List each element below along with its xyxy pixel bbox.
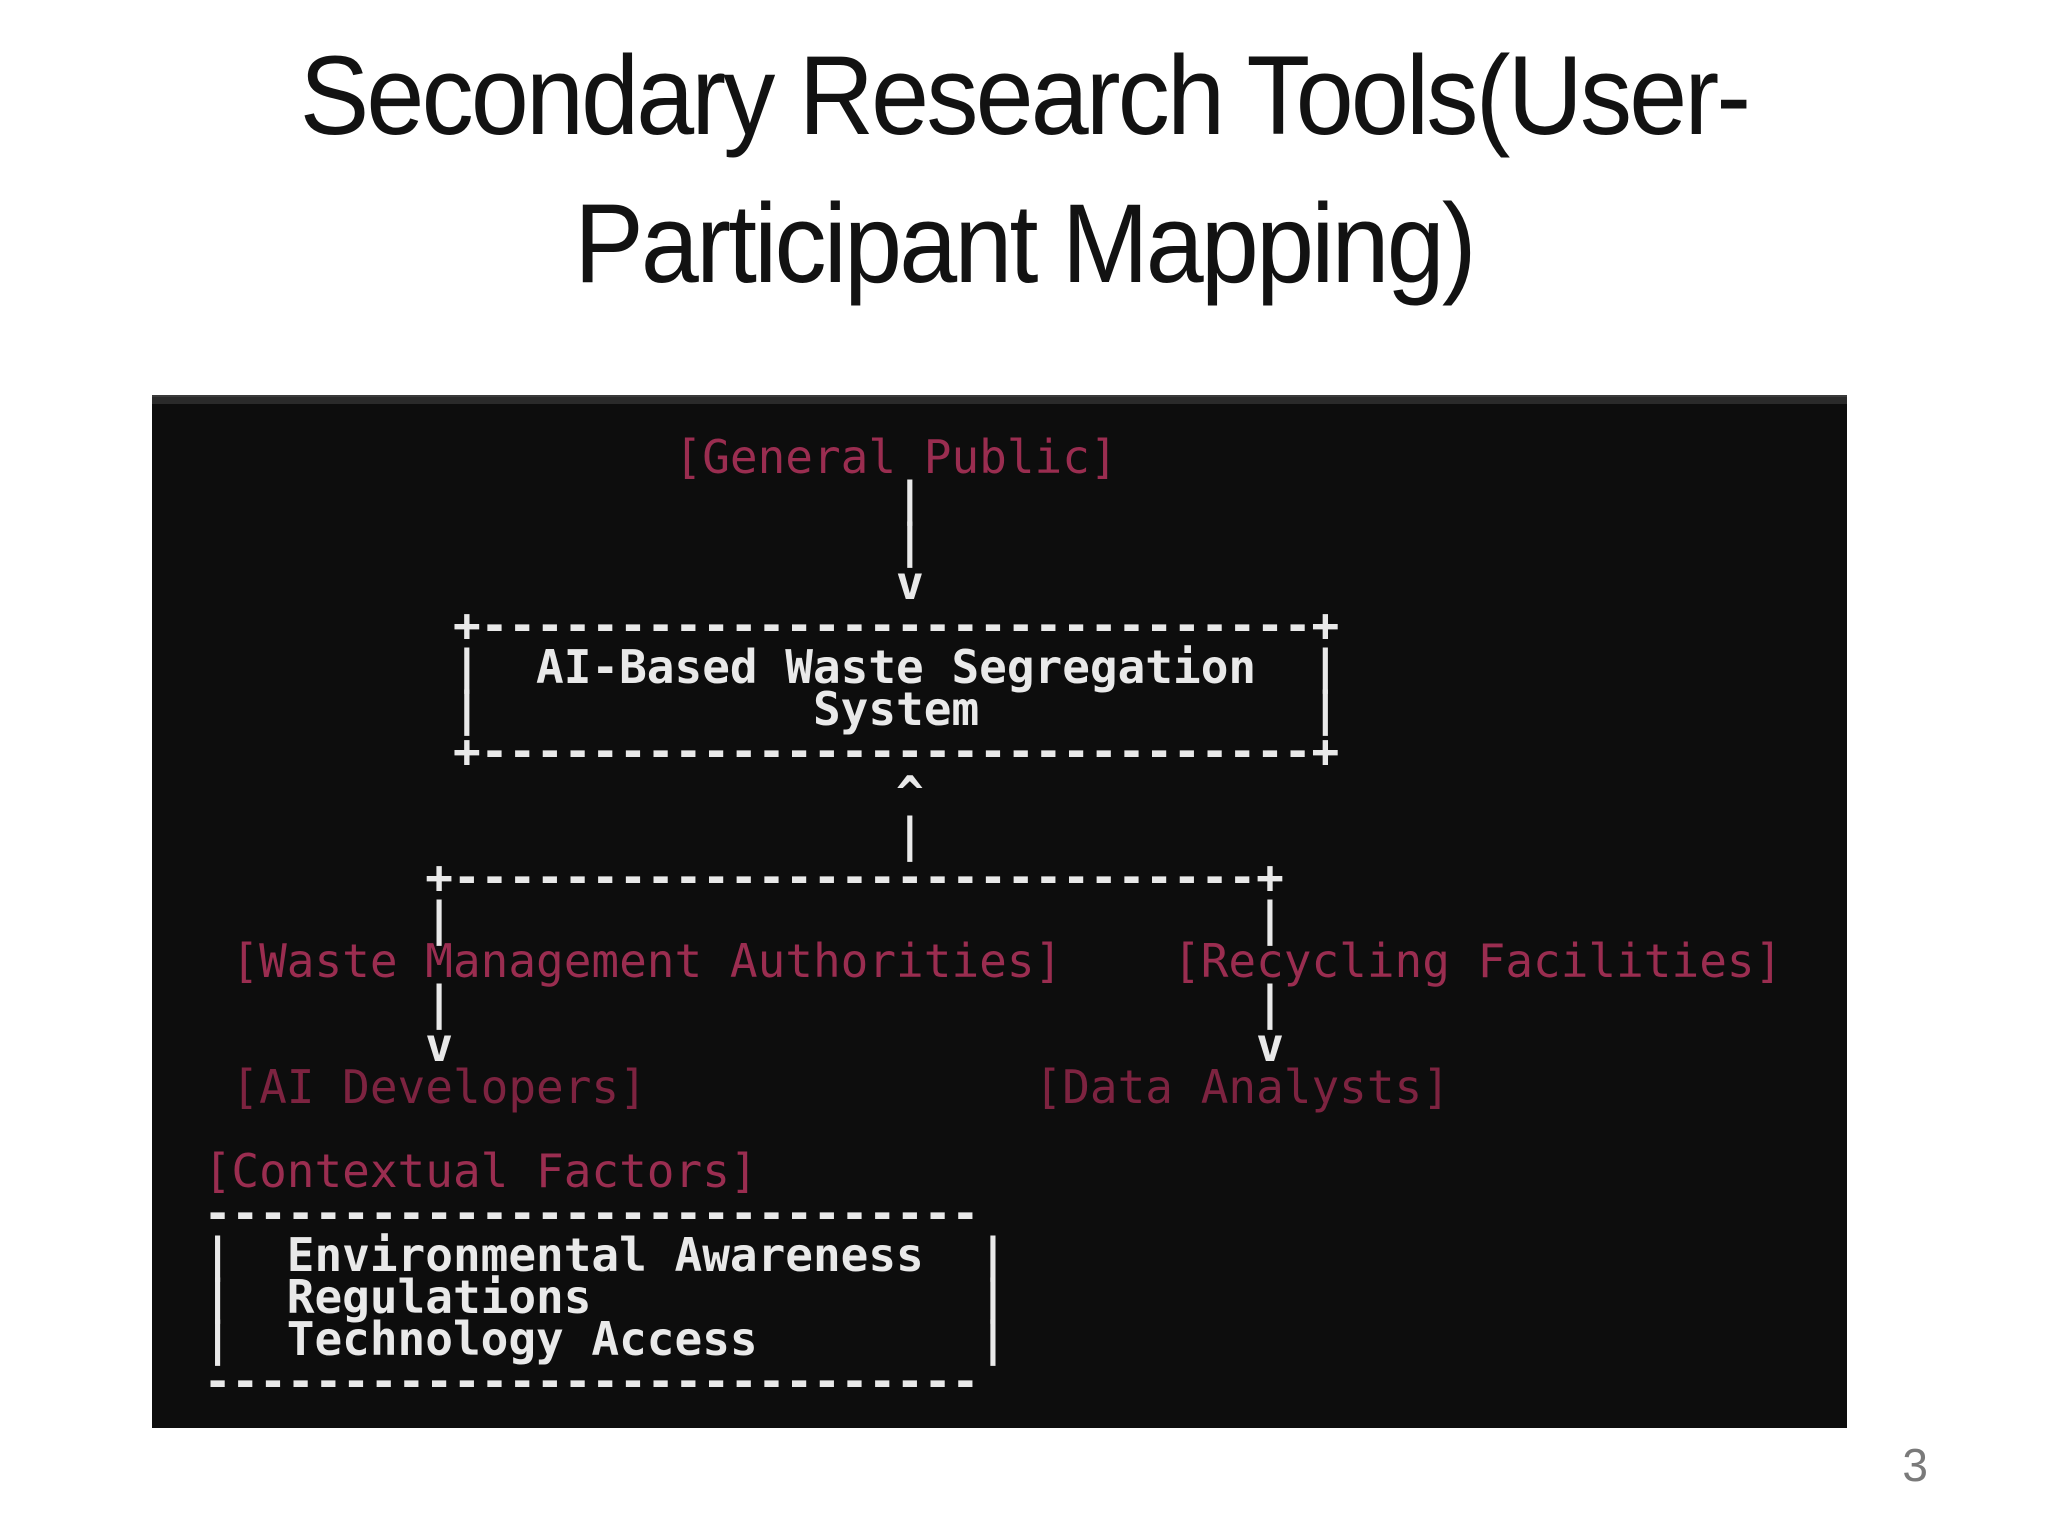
ascii-diagram: [General Public] | | v +----------------… bbox=[176, 430, 1783, 1408]
diagram-line-connector: | bbox=[176, 472, 924, 526]
diagram-line-node-ai-system-line1: | AI-Based Waste Segregation | bbox=[176, 640, 1340, 694]
diagram-line-connector: | bbox=[176, 808, 924, 862]
diagram-line-factor-regulations: | Regulations | bbox=[176, 1270, 1007, 1324]
diagram-line-nodes-authorities-facilities: [Waste Management Authorities] [Recyclin… bbox=[176, 934, 1783, 988]
diagram-line-connector: | | bbox=[176, 892, 1284, 946]
diagram-line-node-ai-system-line2: | System | bbox=[176, 682, 1340, 736]
slide-title-line1: Secondary Research Tools(User- bbox=[299, 33, 1751, 158]
diagram-line-box-bottom: +------------------------------+ bbox=[176, 724, 1340, 778]
diagram-line-node-general-public: [General Public] bbox=[176, 430, 1118, 484]
diagram-line-connector: | | bbox=[176, 976, 1284, 1030]
terminal-panel: [General Public] | | v +----------------… bbox=[152, 395, 1847, 1428]
diagram-line-arrow-up: ^ bbox=[176, 766, 924, 820]
diagram-line-branch-bar: +-----------------------------+ bbox=[176, 850, 1284, 904]
diagram-line-factor-environmental-awareness: | Environmental Awareness | bbox=[176, 1228, 1007, 1282]
slide-title-line2: Participant Mapping) bbox=[574, 181, 1476, 306]
diagram-line-factors-box-top: ---------------------------- bbox=[176, 1186, 980, 1240]
diagram-line-arrows-down: v v bbox=[176, 1018, 1284, 1072]
diagram-line-box-top: +------------------------------+ bbox=[176, 598, 1340, 652]
diagram-line-factors-box-bottom: ---------------------------- bbox=[176, 1354, 980, 1408]
terminal-title-bar bbox=[152, 395, 1847, 404]
slide-title: Secondary Research Tools(User- Participa… bbox=[72, 22, 1977, 318]
diagram-line-nodes-developers-analysts: [AI Developers] [Data Analysts] bbox=[176, 1060, 1450, 1114]
diagram-line-factor-technology-access: | Technology Access | bbox=[176, 1312, 1007, 1366]
diagram-line-connector: | bbox=[176, 514, 924, 568]
diagram-line-arrow-down: v bbox=[176, 556, 924, 610]
diagram-line-node-contextual-factors: [Contextual Factors] bbox=[176, 1144, 758, 1198]
page-number: 3 bbox=[1902, 1439, 1928, 1491]
